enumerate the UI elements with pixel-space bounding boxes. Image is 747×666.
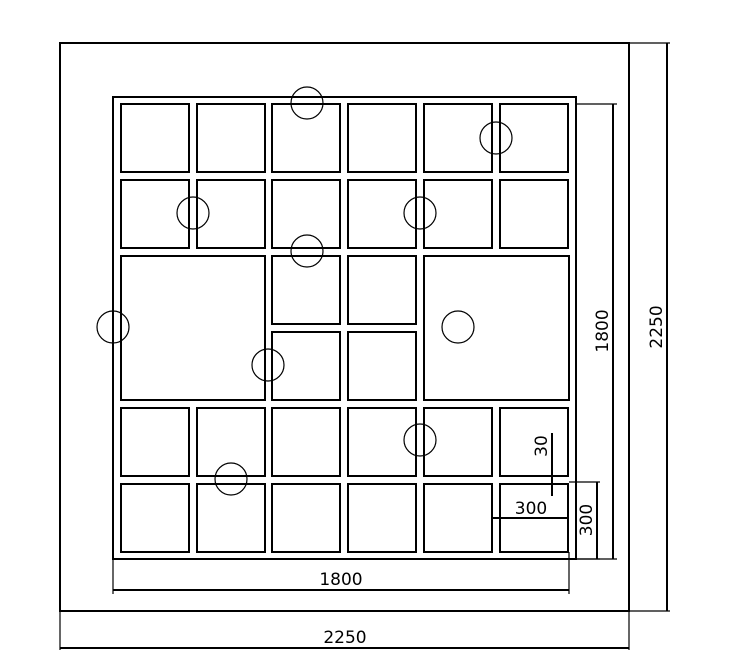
- tile: [271, 331, 341, 401]
- circle-marker: [403, 423, 437, 457]
- label-tile-width: 300: [515, 499, 547, 519]
- tile: [499, 103, 569, 173]
- tile: [271, 103, 341, 173]
- circle-marker: [290, 234, 324, 268]
- tile: [271, 407, 341, 477]
- tile: [196, 407, 266, 477]
- label-inner-width: 1800: [319, 570, 362, 590]
- tile: [347, 483, 417, 553]
- circle-marker: [176, 196, 210, 230]
- circle-marker: [96, 310, 130, 344]
- tile: [499, 179, 569, 249]
- dimension-lines: [59, 42, 670, 650]
- label-tile-height: 300: [577, 504, 597, 536]
- tile: [499, 407, 569, 477]
- large-tile: [423, 255, 570, 401]
- tile: [196, 483, 266, 553]
- tile: [423, 407, 493, 477]
- tile: [347, 103, 417, 173]
- circle-markers: [96, 86, 513, 496]
- large-tile: [120, 255, 266, 401]
- circle-marker: [441, 310, 475, 344]
- tile: [347, 331, 417, 401]
- circle-marker: [290, 86, 324, 120]
- tile: [120, 407, 190, 477]
- tile: [423, 483, 493, 553]
- circle-marker: [251, 348, 285, 382]
- tile: [423, 179, 493, 249]
- tile: [347, 407, 417, 477]
- circle-marker: [403, 196, 437, 230]
- label-joint-gap: 30: [532, 435, 552, 457]
- tile: [271, 483, 341, 553]
- tile: [271, 255, 341, 325]
- tile: [120, 179, 190, 249]
- tile: [271, 179, 341, 249]
- tile: [347, 179, 417, 249]
- label-inner-height: 1800: [593, 309, 613, 352]
- tile: [196, 179, 266, 249]
- outer-boundary: [59, 42, 630, 612]
- inner-frame: [112, 96, 577, 560]
- tile: [347, 255, 417, 325]
- tile: [120, 483, 190, 553]
- circle-marker: [479, 121, 513, 155]
- tile: [120, 103, 190, 173]
- tile-grid: [120, 103, 570, 553]
- label-outer-width: 2250: [323, 628, 366, 648]
- tile: [423, 103, 493, 173]
- tile: [196, 103, 266, 173]
- label-outer-height: 2250: [647, 305, 667, 348]
- circle-marker: [214, 462, 248, 496]
